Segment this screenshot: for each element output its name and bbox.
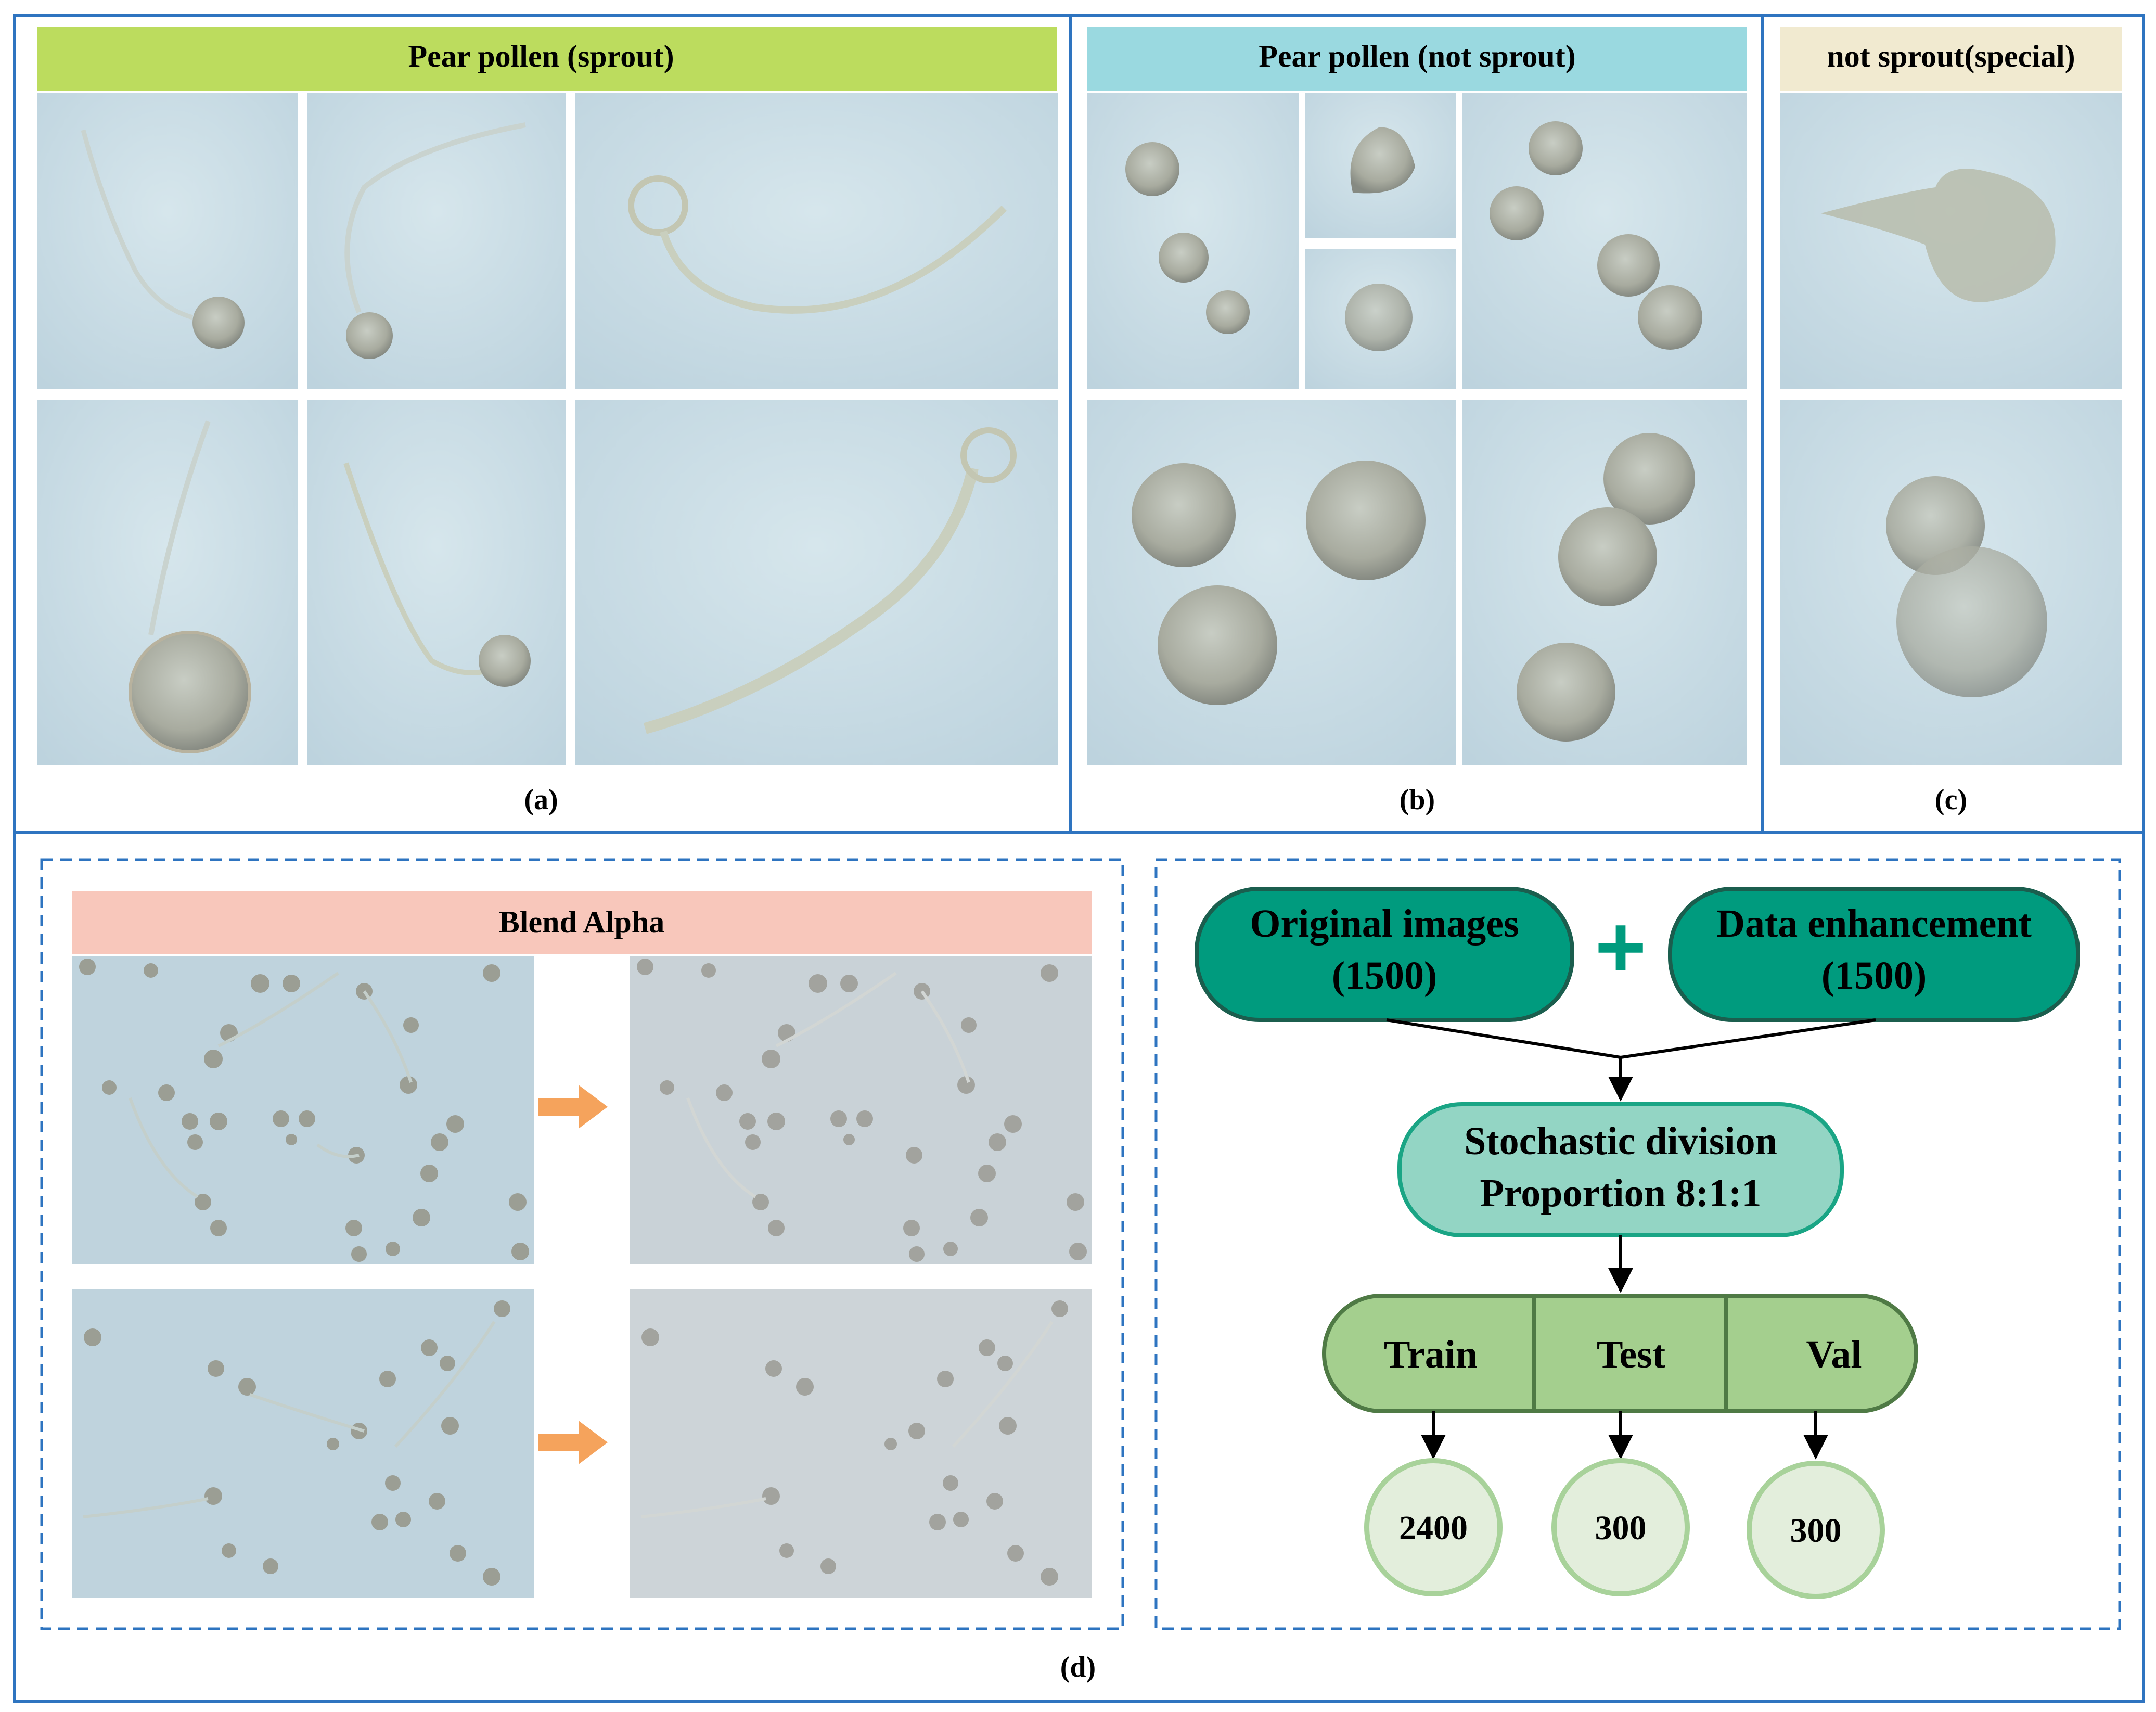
split-test-label: Test bbox=[1597, 1333, 1665, 1376]
split-arrows bbox=[1421, 1411, 1828, 1460]
panel-a: Pear pollen (sprout) bbox=[37, 27, 1058, 816]
val-count-node: 300 bbox=[1747, 1461, 1885, 1599]
blend-original-image-2 bbox=[72, 1289, 534, 1598]
data-enhancement-count: (1500) bbox=[1821, 954, 1927, 998]
panel-b-tile-6 bbox=[1462, 400, 1747, 765]
flowchart-frame bbox=[1154, 858, 2121, 1630]
panel-d: Blend Alpha bbox=[40, 858, 2121, 1683]
panel-a-tile-4 bbox=[37, 400, 298, 765]
panel-c-caption: (c) bbox=[1935, 784, 1967, 816]
panel-c-tile-2 bbox=[1780, 400, 2122, 765]
division-proportion-label: Proportion 8:1:1 bbox=[1480, 1171, 1761, 1215]
figure-outer-frame bbox=[13, 14, 2145, 1703]
blend-alpha-title: Blend Alpha bbox=[499, 905, 665, 939]
panel-d-caption: (d) bbox=[1060, 1651, 1096, 1683]
panel-a-tile-3 bbox=[575, 93, 1058, 389]
test-count: 300 bbox=[1595, 1509, 1647, 1547]
panel-a-tile-1 bbox=[37, 93, 298, 389]
data-enhancement-node: Data enhancement (1500) bbox=[1668, 887, 2080, 1022]
blend-alpha-frame bbox=[40, 858, 1124, 1630]
panel-b-tile-1 bbox=[1087, 93, 1300, 389]
panel-c-header: not sprout(special) bbox=[1827, 39, 2075, 73]
panel-a-tile-5 bbox=[307, 400, 566, 765]
split-train-label: Train bbox=[1384, 1333, 1478, 1376]
original-images-node: Original images (1500) bbox=[1195, 887, 1574, 1022]
panel-c: not sprout(special) (c) bbox=[1780, 27, 2122, 816]
split-val-label: Val bbox=[1806, 1333, 1862, 1376]
panel-a-tile-6 bbox=[575, 400, 1058, 765]
blend-arrow-1 bbox=[538, 1085, 608, 1129]
panel-c-tile-1 bbox=[1780, 93, 2122, 389]
blend-original-image-1 bbox=[72, 956, 534, 1264]
plus-sign: + bbox=[1595, 898, 1646, 996]
panel-b-header-bar bbox=[1087, 27, 1747, 91]
val-count: 300 bbox=[1790, 1512, 1842, 1550]
train-count-node: 2400 bbox=[1364, 1458, 1503, 1596]
panel-a-header: Pear pollen (sprout) bbox=[408, 39, 674, 73]
panel-a-tile-2 bbox=[307, 93, 566, 389]
panel-b: Pear pollen (not sprout) bbox=[1087, 27, 1747, 816]
flowchart-group: Original images (1500) + Data enhancemen… bbox=[1154, 858, 2121, 1630]
split-bar: Train Test Val bbox=[1322, 1294, 1918, 1413]
merge-connector bbox=[1386, 1018, 1876, 1102]
blend-alpha-header-bar bbox=[72, 891, 1092, 954]
panel-b-tile-5 bbox=[1087, 400, 1456, 765]
panel-b-header: Pear pollen (not sprout) bbox=[1259, 39, 1575, 73]
panel-b-tile-3 bbox=[1305, 249, 1456, 389]
test-count-node: 300 bbox=[1551, 1458, 1690, 1596]
panel-b-caption: (b) bbox=[1400, 784, 1435, 816]
original-images-label: Original images bbox=[1250, 902, 1519, 946]
stochastic-division-node: Stochastic division Proportion 8:1:1 bbox=[1397, 1102, 1844, 1237]
panel-b-tile-2 bbox=[1305, 93, 1456, 238]
blend-arrow-2 bbox=[538, 1421, 608, 1464]
train-count: 2400 bbox=[1399, 1509, 1468, 1547]
panel-a-caption: (a) bbox=[524, 784, 558, 816]
panel-b-tile-4 bbox=[1462, 93, 1747, 389]
stochastic-division-label: Stochastic division bbox=[1464, 1119, 1777, 1163]
blend-alpha-group: Blend Alpha bbox=[40, 858, 1124, 1630]
panel-c-header-bar bbox=[1780, 27, 2122, 91]
data-enhancement-label: Data enhancement bbox=[1716, 902, 2032, 946]
blend-processed-image-1 bbox=[630, 956, 1092, 1264]
original-images-count: (1500) bbox=[1332, 954, 1438, 998]
blend-processed-image-2 bbox=[630, 1289, 1092, 1598]
panel-a-header-bar bbox=[37, 27, 1057, 91]
